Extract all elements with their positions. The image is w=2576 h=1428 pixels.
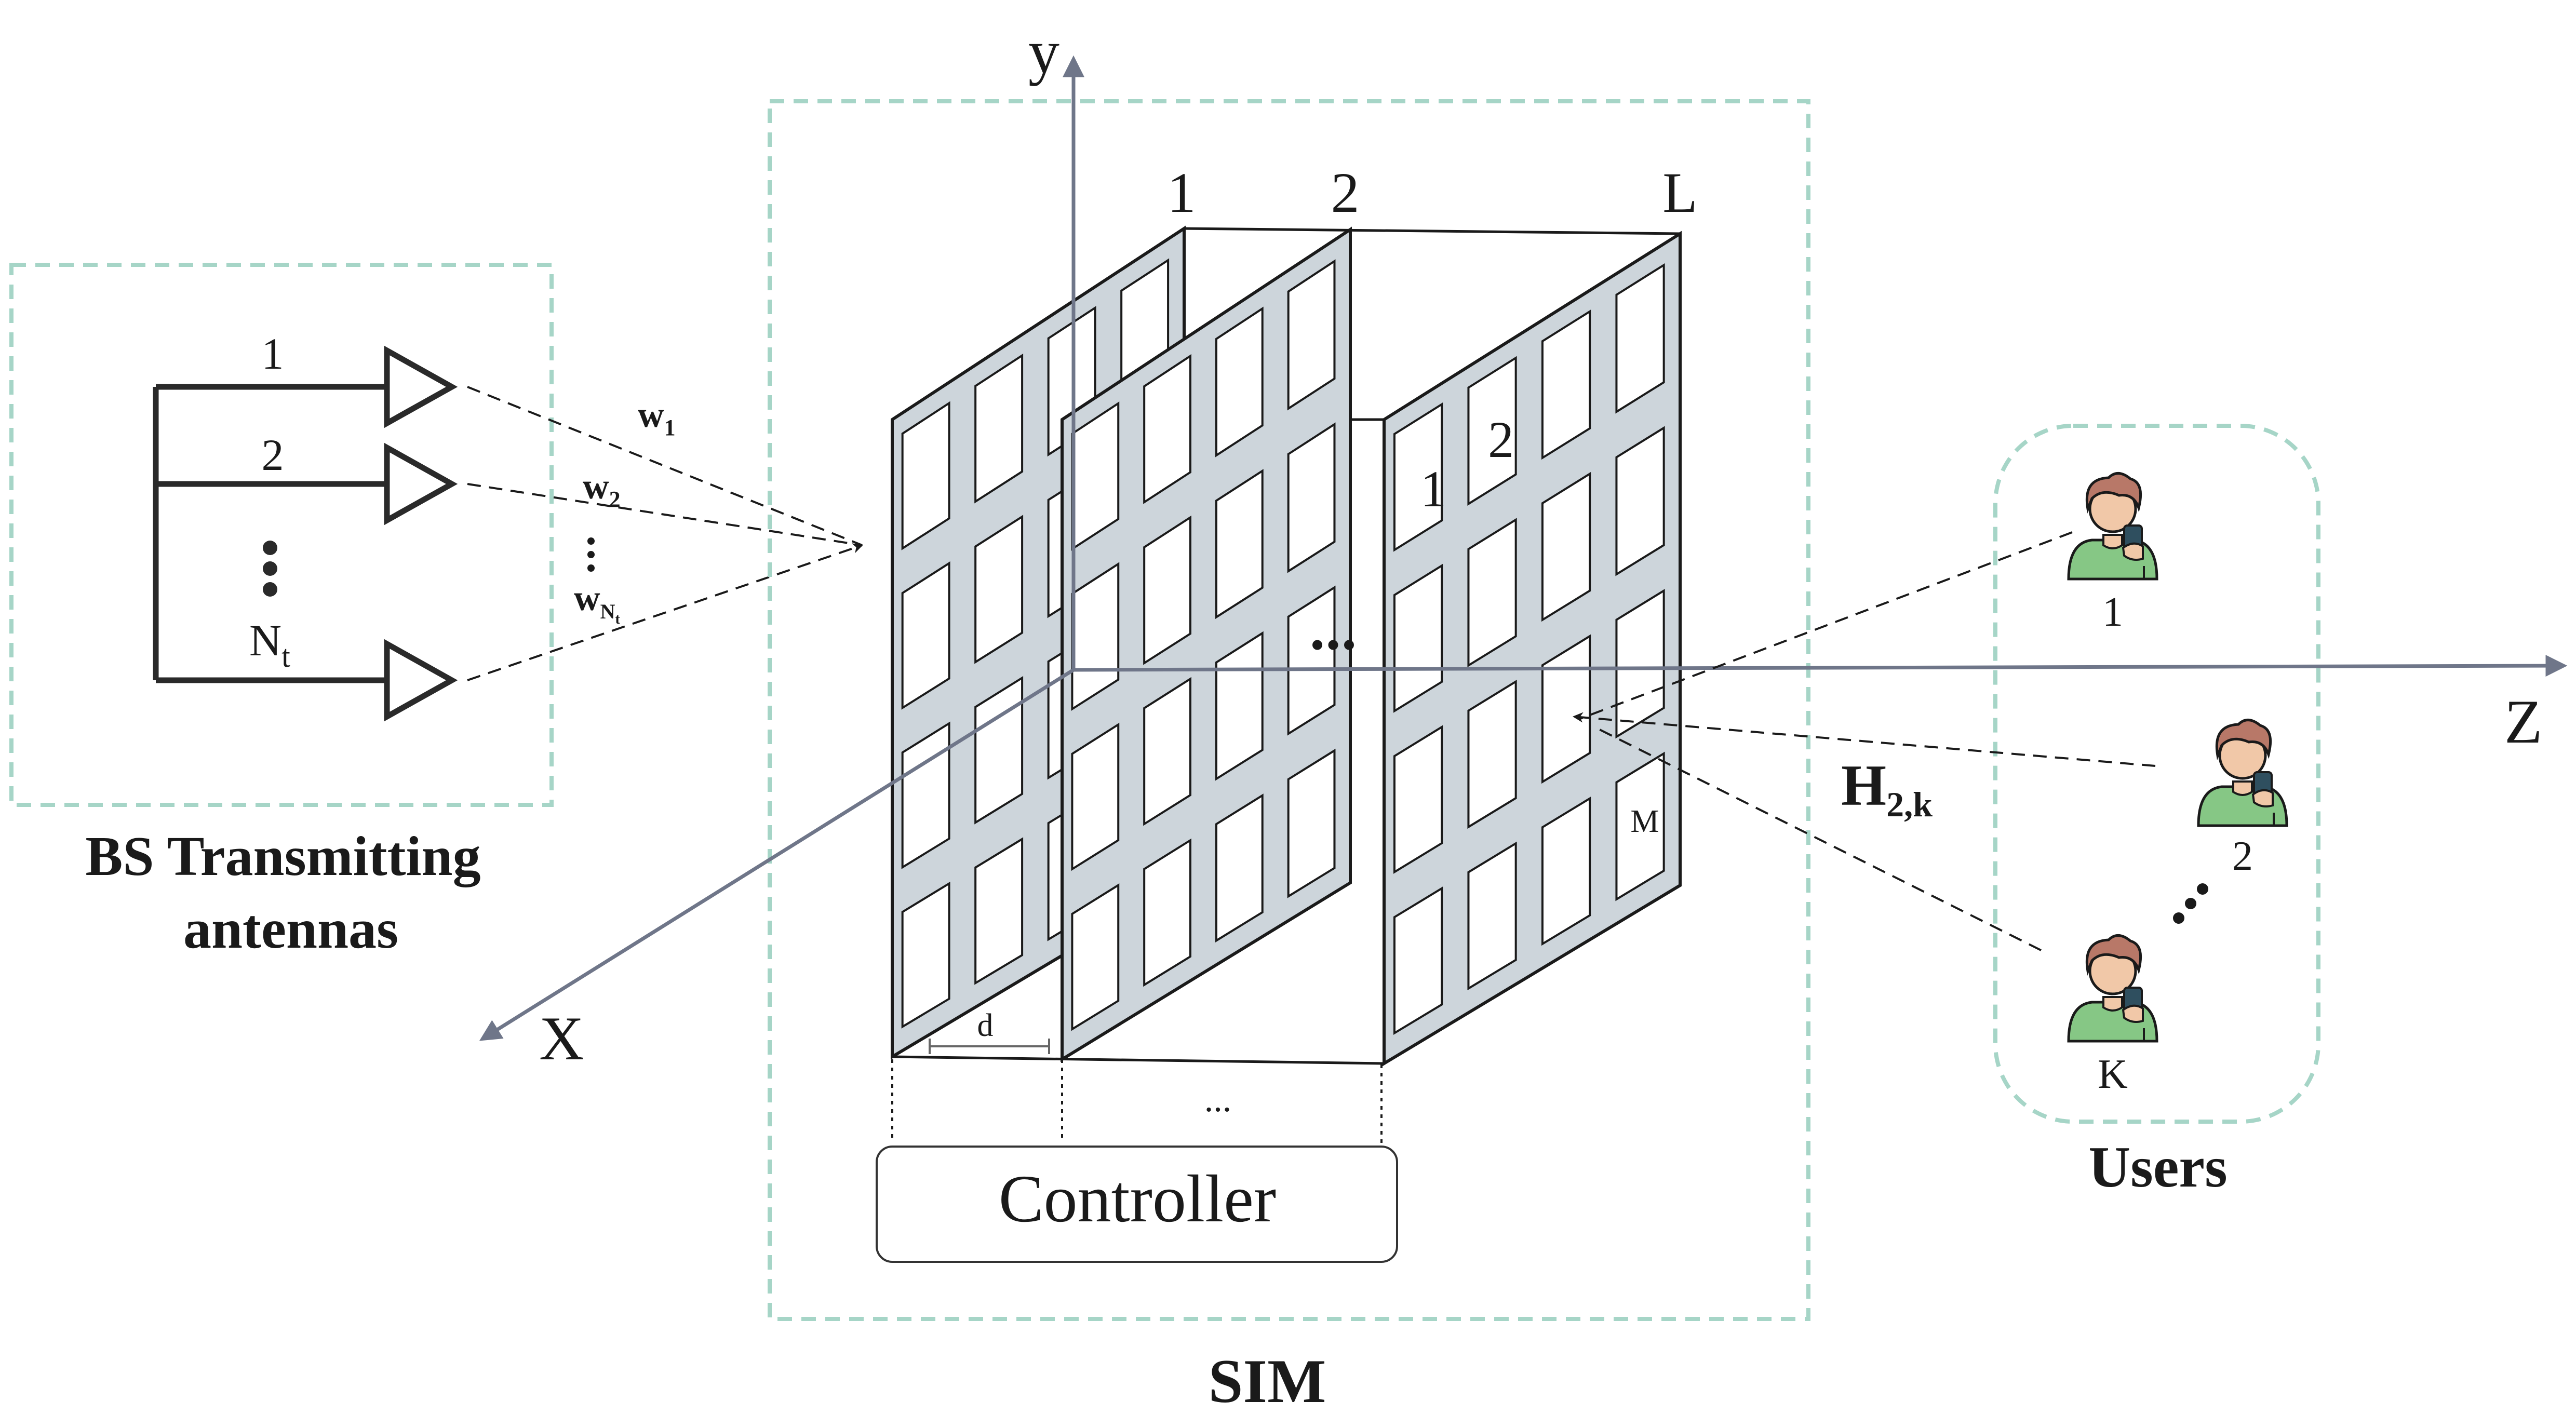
spacing-indicator (929, 1039, 1050, 1054)
beam-lines (467, 386, 863, 681)
x-axis (479, 668, 1075, 1041)
meta-element (1541, 471, 1591, 622)
antenna-label-1: 1 (262, 329, 284, 379)
meta-element (1615, 426, 1665, 576)
meta-element (974, 676, 1024, 825)
users-caption: Users (2088, 1135, 2227, 1200)
meta-element (1287, 259, 1336, 411)
antenna-2-icon (384, 442, 458, 526)
meta-element (1143, 838, 1191, 987)
meta-element (1467, 356, 1517, 506)
antenna-nt-icon (384, 639, 458, 722)
meta-element (1467, 679, 1517, 829)
spacing-label-d: d (977, 1008, 994, 1043)
weight-w2: w2 (583, 467, 621, 512)
meta-element (1393, 725, 1443, 874)
controller-label: Controller (999, 1162, 1276, 1236)
users-dashed-box (1993, 424, 2320, 1124)
meta-element (1541, 797, 1591, 946)
meta-element (1541, 309, 1591, 460)
meta-element (901, 881, 950, 1029)
weight-ellipsis-icon (587, 537, 595, 572)
meta-element (1615, 751, 1665, 901)
user-2-icon (2197, 719, 2288, 827)
meta-element (1143, 677, 1191, 826)
meta-element (901, 561, 950, 710)
element-label-1: 1 (1420, 460, 1446, 518)
bs-caption-line2: antennas (183, 898, 398, 960)
meta-element (1541, 634, 1591, 784)
bs-dashed-box (9, 263, 554, 807)
coordinate-axes (479, 55, 2568, 1041)
meta-element (1215, 469, 1264, 619)
meta-element (1467, 841, 1517, 991)
meta-element (974, 837, 1024, 985)
antenna-label-2: 2 (262, 430, 284, 480)
channel-label-h2k: H2,k (1841, 753, 1933, 824)
bs-antenna-group: 1 2 Nt w1 w2 wNt BS Transmitting antenna… (9, 263, 863, 960)
layers-ellipsis: ••• (1311, 625, 1359, 665)
z-axis (1073, 655, 2568, 677)
weight-w1: w1 (638, 395, 676, 440)
meta-element (901, 721, 950, 869)
meta-element (1215, 306, 1264, 457)
meta-element (974, 353, 1024, 504)
meta-element (1071, 722, 1120, 871)
meta-element (974, 515, 1024, 664)
meta-element (1615, 588, 1665, 739)
bs-feed-lines (153, 384, 384, 683)
meta-element (1143, 354, 1191, 504)
meta-element (1467, 518, 1517, 668)
element-label-2: 2 (1488, 411, 1514, 468)
axis-label-y: y (1028, 17, 1059, 86)
sim-caption: SIM (1209, 1346, 1326, 1416)
user-label-k: K (2098, 1052, 2128, 1097)
layer-label-1: 1 (1168, 161, 1196, 224)
layer-label-l: L (1662, 161, 1697, 224)
user-k-icon (2067, 934, 2158, 1043)
meta-element (1393, 402, 1443, 552)
antenna-ellipsis-icon (263, 541, 277, 597)
layer-label-2: 2 (1331, 161, 1360, 224)
antenna-label-nt: Nt (249, 615, 290, 673)
meta-element (1143, 515, 1191, 665)
meta-element (1287, 585, 1336, 736)
meta-element (1287, 748, 1336, 898)
user-label-1: 1 (2102, 589, 2123, 635)
meta-element (1071, 883, 1120, 1031)
axis-label-x: x (539, 1004, 584, 1073)
meta-element (1615, 263, 1665, 414)
axis-label-z: z (2504, 687, 2542, 756)
controller-links (891, 1059, 1383, 1148)
user-1-icon (2067, 472, 2158, 581)
sim-dashed-box (768, 99, 1810, 1321)
antenna-1-icon (384, 345, 458, 428)
bs-caption-line1: BS Transmitting (85, 826, 480, 887)
controller-ellipsis: ... (1204, 1080, 1232, 1120)
meta-element (1393, 563, 1443, 713)
weight-wnt: wNt (574, 578, 620, 627)
element-label-m: M (1630, 804, 1659, 839)
metasurface-layers (891, 225, 1682, 1067)
user-group (2067, 472, 2288, 1043)
meta-element (1215, 793, 1264, 942)
user-label-2: 2 (2232, 833, 2253, 879)
users-ellipsis-icon (2173, 883, 2208, 924)
controller-box (876, 1146, 1398, 1263)
channel-lines (1573, 531, 2156, 951)
meta-element (1393, 886, 1443, 1035)
meta-element (901, 401, 950, 550)
meta-element (1287, 422, 1336, 573)
